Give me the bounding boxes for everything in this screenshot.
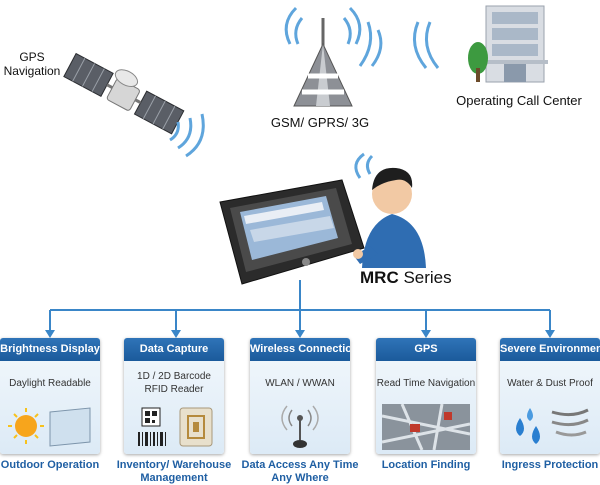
- card-wireless-connection: Wireless Connection WLAN / WWAN: [250, 338, 350, 454]
- wireless-antenna-icon: [281, 405, 319, 448]
- water-drops-icon: [516, 408, 589, 444]
- office-building-icon: [468, 5, 548, 83]
- footer-line1: Outdoor Operation: [0, 459, 100, 471]
- card-title: Wireless Connection: [250, 338, 350, 361]
- footer-line1: Ingress Protection: [501, 459, 599, 471]
- card-title: Brightness Display: [0, 338, 100, 361]
- gps-label-line1: GPS: [19, 50, 45, 64]
- card-subtitle: Water & Dust Proof: [500, 361, 600, 405]
- card-subtitle: Daylight Readable: [0, 361, 100, 405]
- footer-inventory-warehouse: Inventory/ Warehouse Management: [112, 459, 236, 485]
- product-brand: MRC: [360, 268, 399, 287]
- product-series-suffix: Series: [398, 268, 452, 287]
- card-title: Severe Environment: [500, 338, 600, 361]
- gps-navigation-label: GPS Navigation: [2, 50, 62, 78]
- sun-laptop-icon: [8, 407, 91, 447]
- card-subtitle: Read Time Navigation: [376, 361, 476, 405]
- footer-line2: Any Where: [271, 472, 329, 484]
- card-gps: GPS Read Time Navigation: [376, 338, 476, 454]
- footer-line1: Inventory/ Warehouse: [116, 459, 232, 471]
- card-subtitle-line1: Daylight Readable: [9, 377, 91, 389]
- footer-data-access: Data Access Any Time Any Where: [238, 459, 362, 485]
- card-brightness-display: Brightness Display Daylight Readable: [0, 338, 100, 454]
- product-series-label: MRC Series: [360, 268, 452, 288]
- card-subtitle-line1: WLAN / WWAN: [265, 377, 335, 389]
- footer-line1: Data Access Any Time: [241, 459, 359, 471]
- footer-line2: Management: [140, 472, 208, 484]
- footer-outdoor-operation: Outdoor Operation: [0, 459, 112, 472]
- card-severe-environment: Severe Environment Water & Dust Proof: [500, 338, 600, 454]
- card-title: GPS: [376, 338, 476, 361]
- footer-location-finding: Location Finding: [364, 459, 488, 472]
- gps-label-line2: Navigation: [3, 64, 61, 78]
- tower-label: GSM/ GPRS/ 3G: [270, 115, 370, 130]
- cell-tower-icon: [284, 6, 362, 107]
- card-title: Data Capture: [124, 338, 224, 361]
- call-center-label: Operating Call Center: [456, 93, 582, 108]
- card-subtitle-line1: Read Time Navigation: [376, 377, 476, 389]
- connector-lines: [45, 280, 555, 338]
- card-subtitle-line1: Water & Dust Proof: [507, 377, 593, 389]
- footer-ingress-protection: Ingress Protection: [488, 459, 600, 472]
- barcode-rfid-icon: [138, 407, 213, 447]
- card-subtitle-line1: 1D / 2D Barcode: [137, 371, 211, 382]
- card-subtitle: WLAN / WWAN: [250, 361, 350, 405]
- footer-line1: Location Finding: [381, 459, 471, 471]
- card-subtitle: 1D / 2D Barcode RFID Reader: [124, 361, 224, 405]
- rugged-tablet-device: [219, 179, 365, 285]
- satellite-icon: [63, 52, 205, 158]
- map-icon: [382, 404, 470, 450]
- card-data-capture: Data Capture 1D / 2D Barcode RFID Reader: [124, 338, 224, 454]
- person-illustration: [353, 152, 426, 268]
- card-subtitle-line2: RFID Reader: [144, 384, 204, 395]
- signal-waves-icon: [358, 21, 440, 69]
